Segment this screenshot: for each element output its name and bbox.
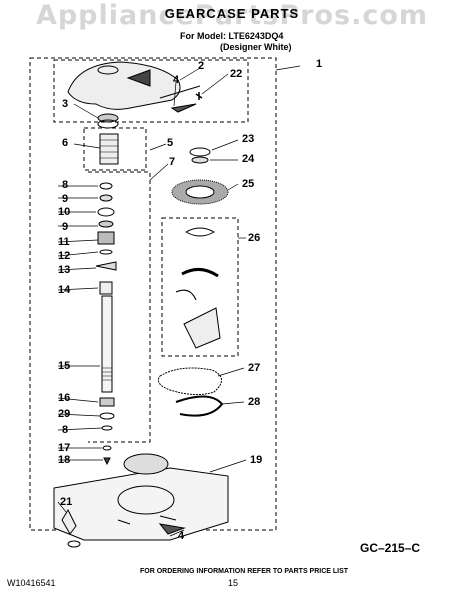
- callout-15: 15: [58, 360, 71, 372]
- callout-9: 9: [62, 193, 69, 205]
- diagram-code: GC–215–C: [360, 541, 421, 555]
- callout-8b: 8: [62, 424, 69, 436]
- callout-19: 19: [250, 454, 263, 466]
- assembly-border: [29, 57, 277, 531]
- callout-5: 5: [167, 137, 174, 149]
- callout-21: 21: [60, 496, 73, 508]
- callout-16: 16: [58, 392, 71, 404]
- gearcase-base-drawing: [53, 467, 229, 541]
- watermark: AppliancePartsPros.com: [35, 0, 429, 31]
- color-subtitle: (Designer White): [220, 42, 292, 52]
- shaft-drawing: [101, 295, 113, 393]
- callout-6: 6: [62, 137, 69, 149]
- callout-25: 25: [242, 178, 255, 190]
- page-title: GEARCASE PARTS: [164, 6, 300, 21]
- callout-29: 29: [58, 408, 71, 420]
- callout-23: 23: [242, 133, 255, 145]
- callout-22: 22: [230, 68, 243, 80]
- callout-26: 26: [248, 232, 261, 244]
- callout-4: 4: [173, 74, 180, 86]
- part-number: W10416541: [7, 578, 56, 588]
- part6-box: [83, 127, 147, 171]
- page-number: 15: [228, 578, 239, 588]
- gear-cover-drawing: [67, 61, 181, 110]
- ordering-notice: FOR ORDERING INFORMATION REFER TO PARTS …: [140, 568, 349, 575]
- callout-11: 11: [58, 236, 70, 248]
- shaft-group-box: [88, 171, 151, 443]
- callout-3: 3: [62, 98, 69, 110]
- callout-12: 12: [58, 250, 71, 262]
- callout-27: 27: [248, 362, 261, 374]
- cover-group-box: [53, 59, 249, 123]
- model-subtitle: For Model: LTE6243DQ4: [180, 31, 284, 41]
- callout-28: 28: [248, 396, 261, 408]
- callout-24: 24: [242, 153, 255, 165]
- callout-10: 10: [58, 206, 71, 218]
- seal-drawing: [157, 367, 222, 396]
- callout-7: 7: [169, 156, 176, 168]
- callout-9b: 9: [62, 221, 69, 233]
- part26-box: [161, 217, 239, 357]
- callout-14: 14: [58, 284, 71, 296]
- callout-18: 18: [58, 454, 71, 466]
- callout-1: 1: [316, 58, 323, 70]
- callout-4b: 4: [178, 530, 185, 542]
- callout-2: 2: [198, 60, 205, 72]
- callout-8: 8: [62, 179, 69, 191]
- callout-13: 13: [58, 264, 71, 276]
- callout-17: 17: [58, 442, 71, 454]
